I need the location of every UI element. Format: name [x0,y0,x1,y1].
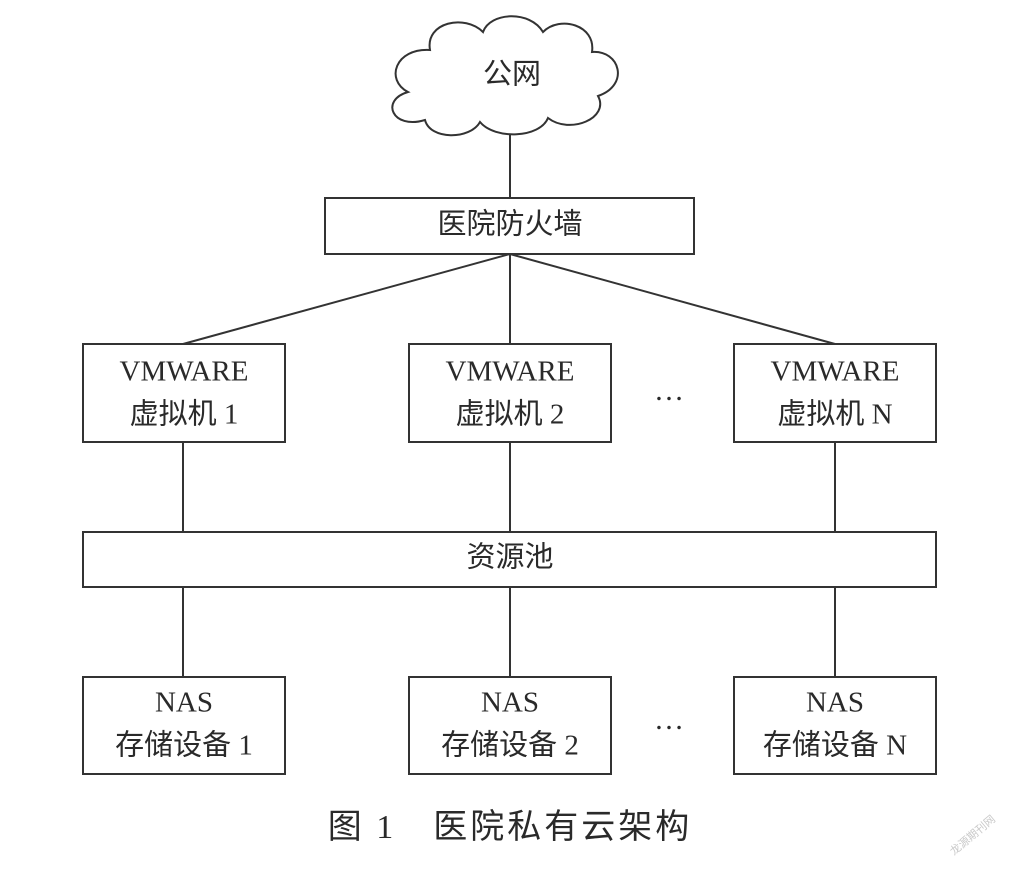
cloud-label: 公网 [483,59,541,91]
storage-ellipsis: … [654,703,684,736]
firewall-label: 医院防火墙 [437,208,582,241]
vm-2-line2: 虚拟机 2 [456,398,565,431]
resource-pool-label: 资源池 [466,541,553,574]
firewall-node: 医院防火墙 [324,197,695,255]
storage-node-n: NAS 存储设备 N [733,676,937,775]
vm-node-1: VMWARE 虚拟机 1 [82,343,286,443]
edge-firewall-vm1 [182,253,511,345]
vm-2-line1: VMWARE [446,356,575,388]
storage-n-line1: NAS [806,687,864,719]
firewall-box [324,197,695,255]
public-network-cloud: 公网 [391,15,619,137]
storage-node-1: NAS 存储设备 1 [82,676,286,775]
watermark: 龙源期刊网 [947,812,998,858]
storage-node-2: NAS 存储设备 2 [408,676,612,775]
vm-n-line2: 虚拟机 N [777,398,892,431]
vm-ellipsis: … [654,374,684,407]
storage-box-1 [82,676,286,775]
storage-box-n [733,676,937,775]
edge-firewall-vmn [509,253,836,345]
storage-1-line2: 存储设备 1 [115,729,253,762]
storage-2-line2: 存储设备 2 [441,729,579,762]
figure-caption: 图 1 医院私有云架构 [328,808,693,846]
storage-1-line1: NAS [155,687,213,719]
storage-2-line1: NAS [481,687,539,719]
vm-1-line1: VMWARE [120,356,249,388]
storage-n-line2: 存储设备 N [763,729,907,762]
vm-box-n [733,343,937,443]
vm-box-2 [408,343,612,443]
vm-1-line2: 虚拟机 1 [130,398,239,431]
storage-box-2 [408,676,612,775]
vm-node-2: VMWARE 虚拟机 2 [408,343,612,443]
vm-box-1 [82,343,286,443]
vm-node-n: VMWARE 虚拟机 N [733,343,937,443]
resource-pool-box [82,531,937,588]
resource-pool-node: 资源池 [82,531,937,588]
cloud-icon [391,15,619,137]
vm-n-line1: VMWARE [771,356,900,388]
